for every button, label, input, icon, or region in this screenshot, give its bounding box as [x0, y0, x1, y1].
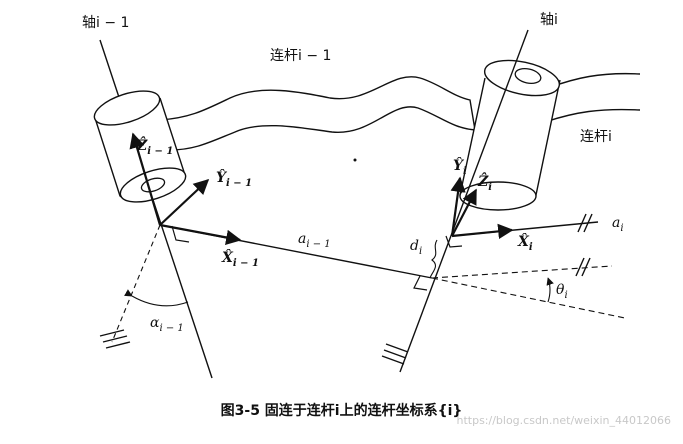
x-prev-vector — [159, 223, 242, 246]
label-z-curr-sub: i — [488, 182, 492, 193]
theta-arc — [546, 277, 554, 303]
label-y-prev-sub: i − 1 — [226, 178, 252, 189]
theta-xi-dashed — [431, 277, 626, 319]
x-axis-hash-mark-i — [577, 213, 593, 233]
label-a-curr: a — [612, 215, 620, 231]
label-x-prev: X̂ — [221, 248, 234, 266]
label-x-curr: X̂ — [517, 232, 530, 250]
label-alpha-prev-sub: i − 1 — [159, 323, 183, 334]
z-curr-vector — [451, 188, 477, 237]
label-theta-curr-sub: i — [564, 290, 567, 301]
svg-text:Ẑi: Ẑi — [477, 171, 492, 193]
y-prev-vector — [159, 178, 210, 226]
watermark: https://blog.csdn.net/weixin_44012066 — [456, 414, 671, 427]
label-x-prev-sub: i − 1 — [233, 258, 259, 269]
label-a-prev-sub: i − 1 — [306, 239, 330, 250]
label-y-curr-sub: i — [463, 166, 467, 177]
y-curr-vector — [450, 176, 466, 237]
axis-prev-hash-mark — [99, 329, 131, 349]
label-z-curr: Ẑ — [477, 171, 489, 190]
label-x-curr-sub: i — [529, 242, 533, 253]
alpha-arc — [124, 289, 189, 307]
svg-text:X̂i: X̂i — [517, 232, 533, 253]
axis-curr-hash-mark — [381, 343, 409, 365]
svg-text:Ŷi − 1: Ŷi − 1 — [216, 168, 252, 189]
label-z-prev: Ẑ — [136, 135, 148, 154]
svg-text:Ŷi: Ŷi — [453, 156, 467, 177]
label-y-prev: Ŷ — [216, 168, 228, 186]
label-link-curr: 连杆i — [580, 129, 612, 145]
right-angle-curr-bottom — [413, 275, 428, 291]
z-prev-vector — [129, 132, 162, 226]
label-a-curr-sub: i — [620, 223, 623, 234]
link-prev-body — [159, 76, 476, 151]
figure-caption: 图3-5 固连于连杆i上的连杆坐标系{i} — [220, 403, 463, 419]
svg-text:Ẑi − 1: Ẑi − 1 — [136, 135, 173, 157]
link-center-dot — [353, 158, 357, 162]
label-d-curr-sub: i — [419, 246, 422, 257]
svg-text:X̂i − 1: X̂i − 1 — [221, 248, 259, 269]
label-a-prev: a — [298, 231, 306, 247]
svg-text:αi − 1: αi − 1 — [150, 315, 184, 334]
theta-ref-dashed — [431, 265, 613, 279]
label-z-prev-sub: i − 1 — [147, 146, 173, 157]
svg-text:ai − 1: ai − 1 — [298, 231, 331, 250]
right-angle-curr-top — [445, 235, 463, 248]
label-y-curr: Ŷ — [453, 156, 465, 174]
label-link-prev: 连杆i − 1 — [270, 48, 331, 64]
x-curr-vector — [451, 223, 514, 240]
label-theta-curr: θ — [556, 282, 565, 298]
svg-text:ai: ai — [612, 215, 624, 234]
axis-prev-dashed — [111, 224, 161, 343]
theta-hash-mark — [575, 257, 591, 277]
d-brace — [429, 239, 438, 279]
right-angle-prev — [171, 225, 190, 243]
joint-curr-cylinder — [459, 59, 561, 211]
label-axis-prev: 轴i − 1 — [82, 15, 129, 31]
label-axis-curr: 轴i — [540, 12, 558, 28]
svg-text:θi: θi — [556, 282, 568, 301]
label-alpha-prev: α — [150, 315, 160, 331]
svg-text:di: di — [410, 238, 422, 257]
label-d-curr: d — [410, 238, 419, 254]
